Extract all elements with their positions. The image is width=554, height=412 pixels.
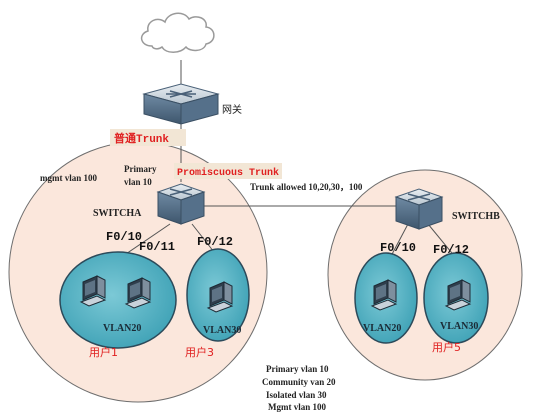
trunk-allowed-label: Trunk allowed 10,20,30，100 (250, 182, 363, 192)
primary-vlan-label-line2: vlan 10 (124, 177, 152, 187)
mgmt-vlan-label: mgmt vlan 100 (40, 173, 97, 183)
normal-trunk-badge (110, 129, 186, 146)
promiscuous-trunk-label: Promiscuous Trunk (177, 167, 279, 179)
promiscuous-trunk-badge (174, 163, 282, 179)
port-a-f011: F0/11 (139, 240, 175, 254)
computer-icon (124, 277, 152, 309)
vlan20-a-label: VLAN20 (103, 323, 141, 334)
summary-line-4: Mgmt vlan 100 (268, 402, 326, 412)
link-switchb-vlan20 (389, 223, 409, 259)
cloud-icon (140, 12, 215, 53)
vlan30-a-label: VLAN30 (203, 325, 241, 336)
summary-line-3: Isolated vlan 30 (266, 390, 327, 400)
switch-icon (394, 188, 444, 230)
port-b-f010: F0/10 (380, 241, 416, 255)
computer-icon (370, 279, 398, 311)
port-a-f010: F0/10 (106, 230, 142, 244)
link-switchb-vlan30 (427, 223, 457, 259)
switcha-label: SWITCHA (93, 208, 142, 219)
primary-vlan-label-line1: Primary (124, 164, 157, 174)
user3-label: 用户3 (185, 345, 214, 359)
user5-label: 用户5 (432, 340, 461, 354)
vlan30-b-label: VLAN30 (440, 321, 478, 332)
vlan20-a-circle (59, 251, 177, 349)
vlan20-b-label: VLAN20 (363, 323, 401, 334)
port-b-f012: F0/12 (433, 243, 469, 257)
switch-icon (156, 183, 206, 225)
router-icon (142, 83, 220, 125)
gateway-label: 网关 (222, 103, 242, 116)
normal-trunk-label: 普通Trunk (114, 131, 169, 146)
summary-line-2: Community van 20 (262, 377, 336, 387)
port-a-f012: F0/12 (197, 235, 233, 249)
user1-label: 用户1 (89, 345, 118, 359)
computer-icon (444, 279, 472, 311)
link-switcha-vlan30 (191, 223, 215, 253)
computer-icon (206, 281, 234, 313)
computer-icon (79, 275, 107, 307)
summary-line-1: Primary vlan 10 (266, 364, 329, 374)
switchb-label: SWITCHB (452, 211, 500, 222)
